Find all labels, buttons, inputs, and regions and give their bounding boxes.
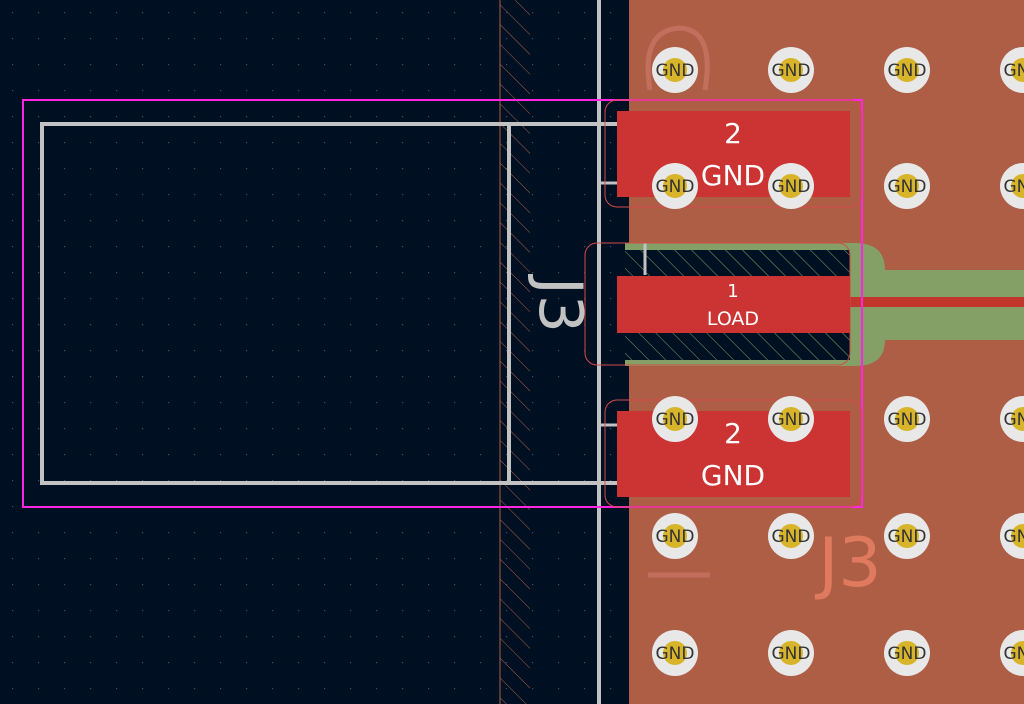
pad-2-bottom[interactable]: 2 GND xyxy=(617,411,850,497)
via-net-label: GND xyxy=(656,644,695,664)
via-net-label: GND xyxy=(772,61,811,81)
via-net-label: GND xyxy=(772,527,811,547)
via-net-label: GND xyxy=(656,527,695,547)
via-net-label: GND xyxy=(1004,177,1024,197)
via-net-label: GND xyxy=(656,61,695,81)
pad-number: 2 xyxy=(724,417,742,450)
via-net-label: GND xyxy=(656,410,695,430)
pad-1-load[interactable]: 1 LOAD xyxy=(617,276,850,333)
gnd-via[interactable]: GND xyxy=(652,513,698,559)
gnd-via[interactable]: GND xyxy=(768,513,814,559)
gnd-via[interactable]: GND xyxy=(768,47,814,93)
via-net-label: GND xyxy=(888,410,927,430)
pad-number: 1 xyxy=(727,281,738,302)
gnd-via[interactable]: GND xyxy=(1000,630,1024,676)
pad-clearance-top xyxy=(604,99,862,208)
pad-net-label: GND xyxy=(701,159,765,192)
gnd-via[interactable]: GND xyxy=(652,630,698,676)
gnd-via[interactable]: GND xyxy=(884,163,930,209)
gnd-via[interactable]: GND xyxy=(884,513,930,559)
via-net-label: GND xyxy=(888,61,927,81)
gnd-via[interactable]: GND xyxy=(884,47,930,93)
gnd-via[interactable]: GND xyxy=(1000,513,1024,559)
via-net-label: GND xyxy=(1004,644,1024,664)
gnd-via[interactable]: GND xyxy=(1000,396,1024,442)
pad-clearance-bottom xyxy=(604,399,862,508)
fab-outline-body xyxy=(40,122,511,485)
via-net-label: GND xyxy=(888,527,927,547)
gnd-via[interactable]: GND xyxy=(652,163,698,209)
gnd-via[interactable]: GND xyxy=(768,163,814,209)
gnd-via[interactable]: GND xyxy=(884,630,930,676)
pad-2-top[interactable]: 2 GND xyxy=(617,111,850,197)
gnd-via[interactable]: GND xyxy=(652,396,698,442)
via-net-label: GND xyxy=(888,177,927,197)
via-net-label: GND xyxy=(772,177,811,197)
load-track-core xyxy=(850,297,1024,307)
gnd-via[interactable]: GND xyxy=(768,396,814,442)
via-net-label: GND xyxy=(772,410,811,430)
via-net-label: GND xyxy=(772,644,811,664)
pad-net-label: LOAD xyxy=(707,308,759,330)
gnd-via[interactable]: GND xyxy=(652,47,698,93)
via-net-label: GND xyxy=(656,177,695,197)
gnd-via[interactable]: GND xyxy=(768,630,814,676)
pad-net-label: GND xyxy=(701,459,765,492)
silk-refdes: J3 xyxy=(525,273,595,333)
pad-number: 2 xyxy=(724,117,742,150)
via-net-label: GND xyxy=(1004,61,1024,81)
via-net-label: GND xyxy=(888,644,927,664)
gnd-via[interactable]: GND xyxy=(884,396,930,442)
via-net-label: GND xyxy=(1004,410,1024,430)
fab-refdes: J3 xyxy=(814,524,881,603)
via-array: GND GND GND GND GND GND GND GND GND GND GND GND GND G… xyxy=(652,47,1024,676)
via-net-label: GND xyxy=(1004,527,1024,547)
board-edge-hatch xyxy=(500,0,530,704)
gnd-via[interactable]: GND xyxy=(1000,163,1024,209)
silk-outline-curve xyxy=(645,25,710,91)
courtyard-outline xyxy=(22,99,863,508)
gnd-via[interactable]: GND xyxy=(1000,47,1024,93)
